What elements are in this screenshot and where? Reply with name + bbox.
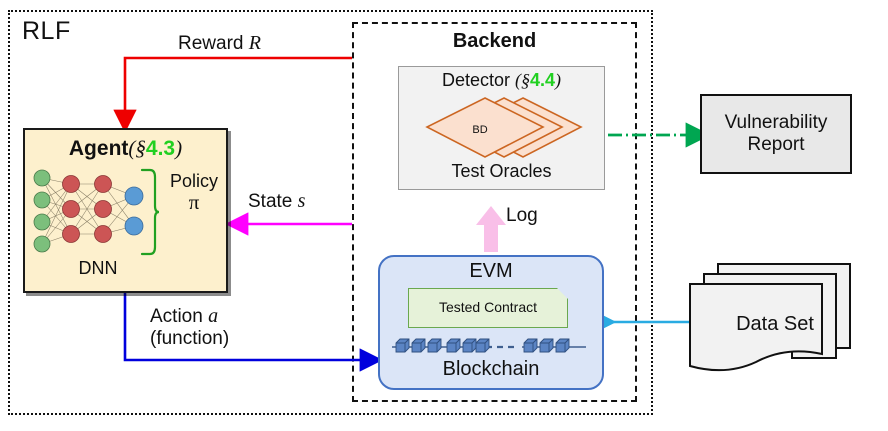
vulnerability-report-box[interactable]: Vulnerability Report (700, 94, 852, 174)
action-arrow (123, 293, 383, 372)
reward-arrow (113, 56, 352, 133)
dnn-graph (33, 169, 144, 253)
action-label-text: Action (150, 306, 203, 327)
test-oracle-diamonds (425, 97, 583, 158)
reward-symbol: R (248, 32, 261, 54)
backend-title: Backend (452, 30, 537, 52)
agent-title-close: ) (175, 136, 183, 160)
reward-label: Reward R (178, 32, 261, 55)
state-symbol: s (297, 190, 306, 212)
diamond-1 (425, 97, 545, 158)
policy-brace (140, 168, 160, 256)
evm-title: EVM (469, 260, 513, 282)
state-label: State s (248, 190, 305, 213)
agent-title-number: 4.3 (145, 137, 176, 160)
dataset-sheet-1 (689, 283, 823, 372)
rlf-outer-frame (8, 10, 653, 415)
detector-title: Detector (§4.4) (398, 70, 605, 91)
rlf-label: RLF (22, 17, 71, 45)
detector-title-text: Detector (441, 70, 510, 90)
diamond-label: BD (472, 124, 488, 136)
agent-title-text: Agent (68, 137, 129, 160)
blockchain-graphic (392, 338, 586, 353)
agent-title: Agent(§4.3) (23, 136, 228, 161)
dataset-stack (689, 263, 851, 372)
tested-contract-label: Tested Contract (438, 299, 538, 315)
blockchain-label: Blockchain (442, 358, 540, 380)
agent-title-section: (§ (128, 136, 146, 160)
policy-label-text: Policy (169, 171, 218, 191)
dnn-label: DNN (78, 258, 118, 278)
state-label-text: State (248, 191, 293, 212)
detector-title-section: (§ (515, 70, 530, 90)
detector-title-close: ) (555, 70, 562, 90)
agent-box[interactable] (23, 128, 228, 293)
test-oracles-label: Test Oracles (451, 161, 552, 181)
action-label: Action a (function) (150, 305, 229, 350)
policy-label: Policy π (160, 172, 228, 213)
action-line1: Action a (150, 305, 229, 328)
vulnerability-line1: Vulnerability (724, 112, 828, 134)
vulnerability-report-label: Vulnerability Report (725, 112, 828, 156)
log-block-arrow (476, 206, 506, 252)
backend-frame (352, 22, 637, 402)
action-symbol: a (208, 305, 219, 327)
dataset-label: Data Set (736, 313, 814, 335)
detector-title-number: 4.4 (530, 70, 556, 90)
policy-symbol: π (188, 190, 200, 214)
log-label: Log (506, 205, 538, 226)
reward-label-text: Reward (178, 33, 244, 54)
action-line2: (function) (150, 328, 230, 349)
vulnerability-line2: Report (747, 134, 805, 155)
tested-contract-box[interactable] (408, 288, 568, 328)
